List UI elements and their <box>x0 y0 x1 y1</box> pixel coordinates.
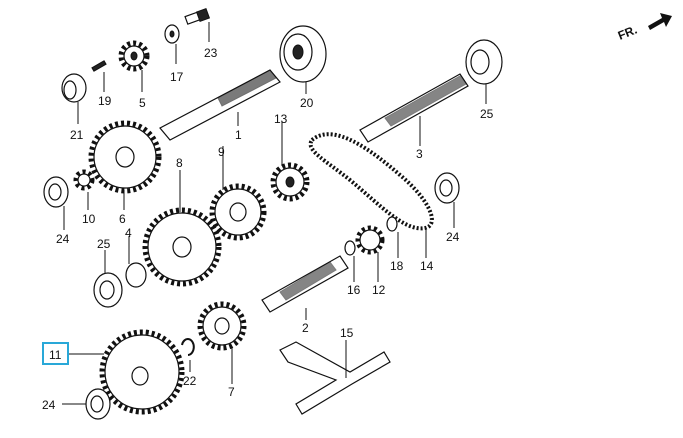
callout-24-bottom: 24 <box>42 398 56 412</box>
part-8-gear <box>142 207 222 287</box>
highlighted-callout-11[interactable]: 11 <box>42 342 69 365</box>
part-9-gear <box>209 183 267 241</box>
callout-3: 3 <box>416 147 423 161</box>
callout-4: 4 <box>125 226 132 240</box>
part-24-bearing-left <box>43 176 69 208</box>
part-25-bearing-upper <box>465 39 503 85</box>
part-16-washer <box>344 240 356 256</box>
part-22-clip <box>181 338 195 356</box>
leader-lines <box>62 22 487 405</box>
part-6-gear <box>88 120 162 194</box>
callout-11: 11 <box>49 348 62 362</box>
part-20-bearing <box>279 25 327 83</box>
front-direction-arrow-icon <box>648 13 672 30</box>
callout-13: 13 <box>274 112 288 126</box>
callout-23: 23 <box>204 46 218 60</box>
part-1-shaft <box>159 69 281 141</box>
callout-16: 16 <box>347 283 361 297</box>
callout-17: 17 <box>170 70 184 84</box>
callout-5: 5 <box>139 96 146 110</box>
part-11-gear <box>99 329 185 415</box>
front-direction-indicator: FR. <box>616 13 672 43</box>
part-13-sprocket <box>270 162 310 202</box>
front-label: FR. <box>616 23 639 43</box>
part-2-shaft <box>261 255 349 313</box>
callout-25-lower: 25 <box>97 237 111 251</box>
highlight-box <box>42 342 69 365</box>
part-5-gear <box>118 40 150 72</box>
part-12-sprocket <box>355 225 385 255</box>
callout-21: 21 <box>70 128 84 142</box>
part-14-chain <box>308 132 434 231</box>
callout-10: 10 <box>82 212 96 226</box>
callout-2: 2 <box>302 321 309 335</box>
callout-14: 14 <box>420 259 434 273</box>
callout-1: 1 <box>235 128 242 142</box>
callout-19: 19 <box>98 94 112 108</box>
callout-24-right: 24 <box>446 230 460 244</box>
callout-labels: 23 17 5 19 21 20 1 25 3 13 9 8 6 10 24 4… <box>42 46 494 412</box>
part-15-shift-fork <box>279 341 391 415</box>
part-25-bearing-lower <box>93 272 123 308</box>
callout-24-left: 24 <box>56 232 70 246</box>
part-4-collar <box>125 262 147 288</box>
part-24-bearing-bottom <box>85 388 111 420</box>
part-7-gear <box>197 301 247 351</box>
part-10-gear <box>73 169 95 191</box>
callout-6: 6 <box>119 212 126 226</box>
callout-12: 12 <box>372 283 386 297</box>
callout-8: 8 <box>176 156 183 170</box>
callout-9: 9 <box>218 145 225 159</box>
part-18-washer <box>386 216 398 232</box>
callout-7: 7 <box>228 385 235 399</box>
callout-22: 22 <box>183 374 197 388</box>
callout-20: 20 <box>300 96 314 110</box>
callout-15: 15 <box>340 326 354 340</box>
part-3-shaft <box>359 73 469 143</box>
part-21-collar <box>61 73 87 103</box>
part-19-pin <box>91 60 107 72</box>
callout-18: 18 <box>390 259 404 273</box>
callout-25-upper: 25 <box>480 107 494 121</box>
part-24-bearing-right <box>434 172 460 204</box>
part-23-bolt <box>184 7 211 25</box>
